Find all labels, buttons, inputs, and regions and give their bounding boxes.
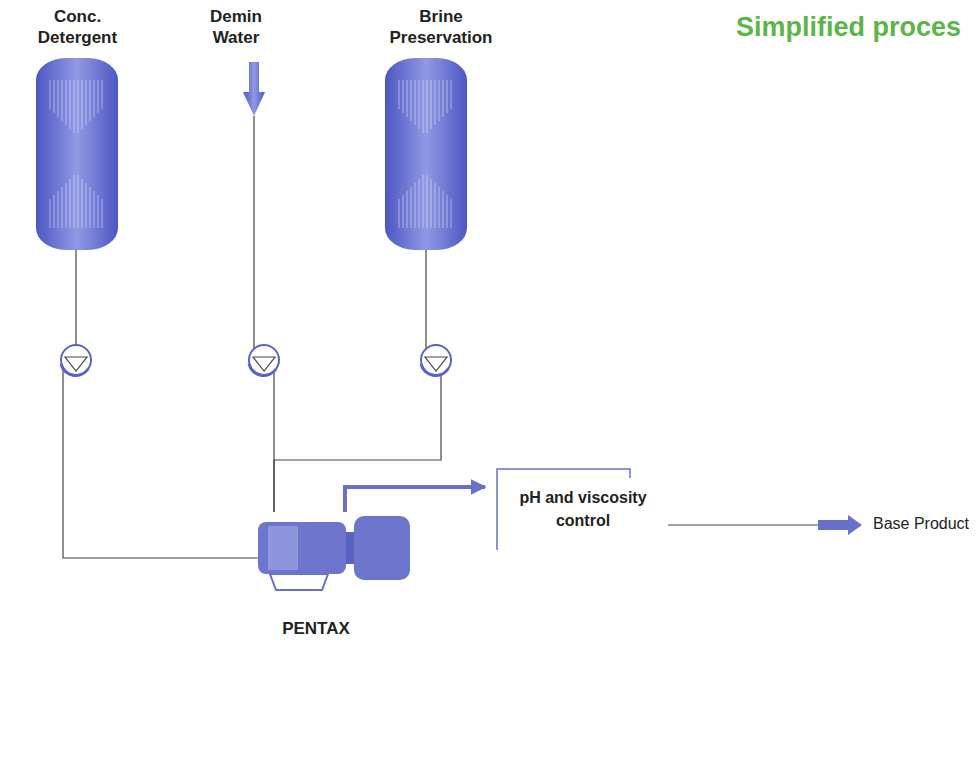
tank-stripe	[439, 187, 440, 228]
tank-shape	[36, 58, 118, 250]
tank-label: Conc. Detergent	[30, 6, 125, 48]
tank-stripe	[399, 80, 400, 109]
tank-stripe	[62, 80, 63, 121]
tank-shape	[385, 58, 467, 250]
tank-stripe	[82, 179, 83, 228]
tank-stripe	[427, 175, 428, 228]
pump-symbol	[249, 345, 279, 376]
tank-stripe	[86, 80, 87, 125]
tank-stripe	[50, 199, 51, 228]
tank-stripe	[451, 199, 452, 228]
tank-stripe	[435, 183, 436, 228]
tank-stripe	[66, 183, 67, 228]
storage-tank: Brine Preservation	[366, 6, 516, 250]
tank-stripe	[407, 191, 408, 228]
tank-stripe	[403, 80, 404, 113]
tank-stripe	[86, 183, 87, 228]
tank-stripe	[411, 80, 412, 121]
tank-stripe	[102, 80, 103, 109]
tank-stripe	[82, 80, 83, 129]
tank-stripe	[431, 80, 432, 129]
storage-tank: Conc. Detergent	[30, 6, 125, 250]
mixer-highlight	[268, 526, 298, 570]
diagram-title: Simplified proces	[736, 12, 961, 43]
tank-label: Brine Preservation	[366, 6, 516, 48]
tank-stripe	[54, 80, 55, 113]
tank-stripe	[70, 179, 71, 228]
tank-stripe	[94, 191, 95, 228]
tank-stripe	[74, 175, 75, 228]
tank-stripe	[447, 195, 448, 228]
tank-stripe	[399, 199, 400, 228]
tank-stripe	[58, 191, 59, 228]
tank-stripe	[415, 183, 416, 228]
mixer-foot	[270, 574, 328, 590]
tank-stripe	[423, 175, 424, 228]
tank-stripe	[90, 187, 91, 228]
tank-stripe	[66, 80, 67, 125]
tank-stripe	[403, 195, 404, 228]
tank-stripe	[451, 80, 452, 109]
tank-stripe	[447, 80, 448, 113]
mixer-shape	[258, 512, 414, 596]
tank-stripe	[98, 80, 99, 113]
bracket-line	[497, 469, 630, 550]
tank-stripe	[411, 187, 412, 228]
control-label: pH and viscosity control	[508, 486, 658, 532]
tank-stripe	[74, 80, 75, 133]
mixer-motor	[354, 516, 410, 580]
tank-stripe	[78, 175, 79, 228]
tank-body	[385, 58, 467, 250]
tank-stripe	[419, 80, 420, 129]
feed-arrow: Demin Water	[200, 6, 272, 116]
tank-body	[36, 58, 118, 250]
tank-stripe	[90, 80, 91, 121]
tank-stripe	[98, 195, 99, 228]
bracket-shape	[487, 466, 665, 552]
tank-stripe	[427, 80, 428, 133]
output-label: Base Product	[873, 515, 969, 533]
pipe-connector	[63, 250, 258, 558]
tank-stripe	[62, 187, 63, 228]
tank-stripe	[54, 195, 55, 228]
tank-stripe	[443, 191, 444, 228]
tank-stripe	[78, 80, 79, 133]
tank-stripe	[94, 80, 95, 117]
outlet-arrow	[818, 515, 862, 535]
outlet-line	[668, 524, 828, 525]
mixer-casing	[258, 522, 346, 574]
feed-label: Demin Water	[200, 6, 272, 48]
pump-symbol	[61, 345, 91, 376]
pipe-connector	[254, 116, 274, 512]
feed-arrow-body	[243, 62, 265, 116]
tank-stripe	[58, 80, 59, 117]
tank-stripe	[431, 179, 432, 228]
control-bracket: pH and viscosity control	[487, 466, 665, 550]
tank-stripe	[439, 80, 440, 121]
tank-stripe	[423, 80, 424, 133]
tank-stripe	[443, 80, 444, 117]
feed-arrow-shape	[243, 62, 265, 116]
pump-symbol	[421, 345, 451, 376]
tank-stripe	[407, 80, 408, 117]
tank-stripe	[415, 80, 416, 125]
tank-stripe	[435, 80, 436, 125]
pipe-connector	[345, 487, 485, 512]
mixer-pump: PENTAX	[258, 512, 414, 639]
mixer-label: PENTAX	[258, 618, 374, 639]
pipe-connector	[274, 250, 441, 512]
tank-stripe	[419, 179, 420, 228]
tank-stripe	[70, 80, 71, 129]
tank-stripe	[50, 80, 51, 109]
mixer-shaft	[346, 532, 354, 564]
tank-stripe	[102, 199, 103, 228]
